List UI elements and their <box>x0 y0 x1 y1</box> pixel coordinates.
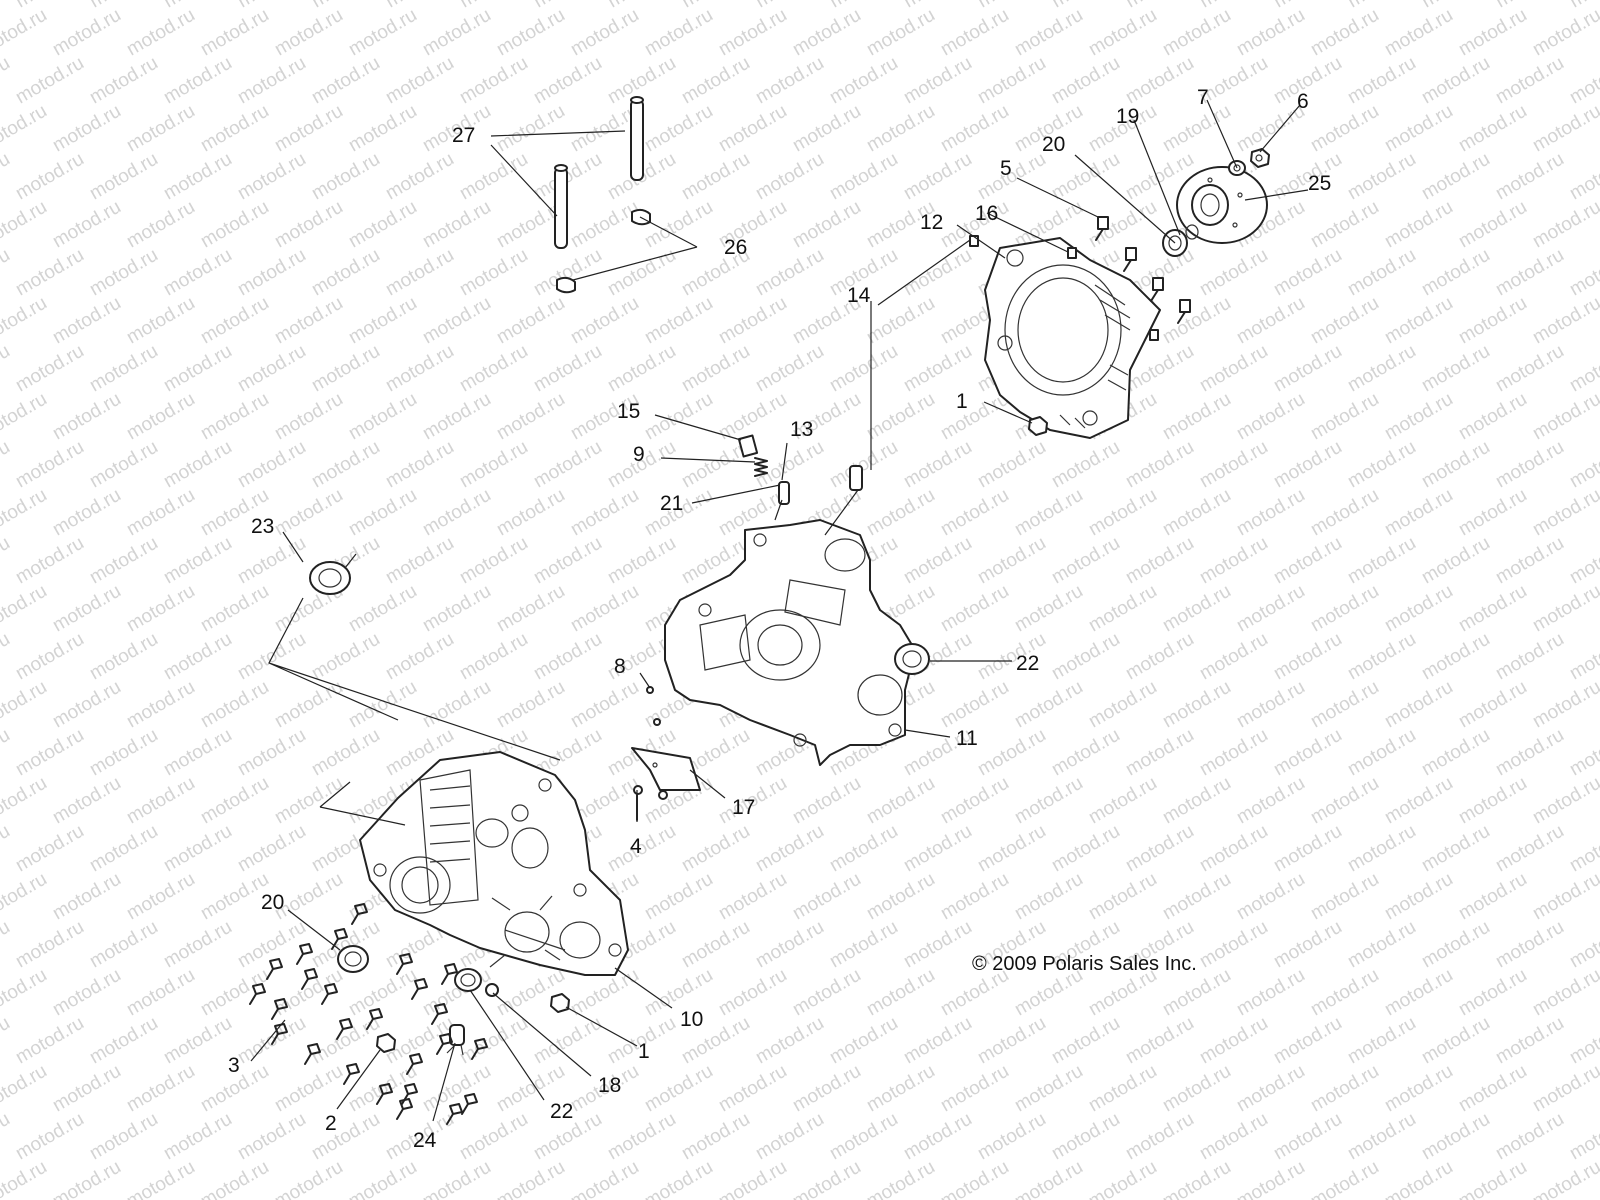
leader-lines <box>250 99 1309 1122</box>
bolt <box>411 978 428 1000</box>
callout-9: 9 <box>633 443 645 466</box>
housing-cover-12 <box>984 237 1161 439</box>
bolt <box>446 1103 463 1125</box>
callout-25: 25 <box>1308 172 1331 195</box>
nut-2 <box>376 1033 396 1053</box>
plunger-15 <box>737 434 759 458</box>
bolt <box>436 1033 453 1055</box>
clip-26 <box>556 208 651 294</box>
seal-20-lower <box>337 945 369 973</box>
spring-9 <box>754 457 768 477</box>
bolt <box>266 958 283 980</box>
bolt <box>431 1003 448 1025</box>
bolt <box>471 1038 488 1060</box>
nut-1-lower <box>550 993 570 1013</box>
callout-10: 10 <box>680 1008 703 1031</box>
callout-18: 18 <box>598 1074 621 1097</box>
nut-1-upper <box>1028 416 1048 436</box>
bolt <box>396 953 413 975</box>
bolts-3 <box>249 903 488 1125</box>
callout-1-lower: 1 <box>638 1040 650 1063</box>
bolt <box>296 943 313 965</box>
dowel-14-upper <box>969 235 979 247</box>
callout-15: 15 <box>617 400 640 423</box>
callout-26: 26 <box>724 236 747 259</box>
callout-16: 16 <box>975 202 998 225</box>
bolt <box>336 1018 353 1040</box>
callout-17: 17 <box>732 796 755 819</box>
bolt <box>301 968 318 990</box>
bolt <box>331 928 348 950</box>
callout-8: 8 <box>614 655 626 678</box>
bolt <box>366 1008 383 1030</box>
bolt <box>343 1063 360 1085</box>
bolt <box>376 1083 393 1105</box>
seal-23 <box>309 561 351 595</box>
bolt <box>396 1098 413 1120</box>
bolt <box>406 1053 423 1075</box>
bolt <box>304 1043 321 1065</box>
pin-21 <box>778 481 790 505</box>
callout-labels: 27 26 7 6 19 20 5 25 16 12 14 1 15 13 9 … <box>228 86 1331 1152</box>
dowel-16 <box>1067 247 1159 341</box>
callout-13: 13 <box>790 418 813 441</box>
bolt-5 <box>1095 216 1191 324</box>
callout-11: 11 <box>956 727 978 750</box>
washer-18 <box>485 983 499 997</box>
sensor-24 <box>446 1024 465 1056</box>
callout-3: 3 <box>228 1054 240 1077</box>
gearcase-cover-10 <box>359 751 629 976</box>
drive-flange-25 <box>1176 166 1268 244</box>
pin-27 <box>554 96 644 249</box>
seal-22-right <box>894 643 930 675</box>
bolt <box>249 983 266 1005</box>
callout-7: 7 <box>1197 86 1209 109</box>
callout-23: 23 <box>251 515 274 538</box>
gearcase-center-11 <box>664 519 916 766</box>
bolt <box>351 903 368 925</box>
bolt <box>271 998 288 1020</box>
callout-22-lower: 22 <box>550 1100 573 1123</box>
bolt <box>321 983 338 1005</box>
bolt-8 <box>633 686 668 800</box>
callout-21: 21 <box>660 492 683 515</box>
callout-4: 4 <box>630 835 642 858</box>
bolt <box>441 963 458 985</box>
callout-1: 1 <box>956 390 968 413</box>
callout-19: 19 <box>1116 105 1139 128</box>
seal-22-lower <box>454 968 482 992</box>
o-ring-19 <box>1185 224 1199 240</box>
callout-5: 5 <box>1000 157 1012 180</box>
callout-2: 2 <box>325 1112 337 1135</box>
callout-20-lower: 20 <box>261 891 284 914</box>
bolt <box>461 1093 478 1115</box>
callout-27: 27 <box>452 124 475 147</box>
callout-24: 24 <box>413 1129 437 1152</box>
callout-12: 12 <box>920 211 943 234</box>
bracket-17 <box>631 747 701 791</box>
callout-6: 6 <box>1297 90 1309 113</box>
callout-20: 20 <box>1042 133 1065 156</box>
callout-14: 14 <box>847 284 871 307</box>
copyright: © 2009 Polaris Sales Inc. <box>972 953 1197 975</box>
dowel-14 <box>849 465 863 491</box>
callout-22: 22 <box>1016 652 1039 675</box>
